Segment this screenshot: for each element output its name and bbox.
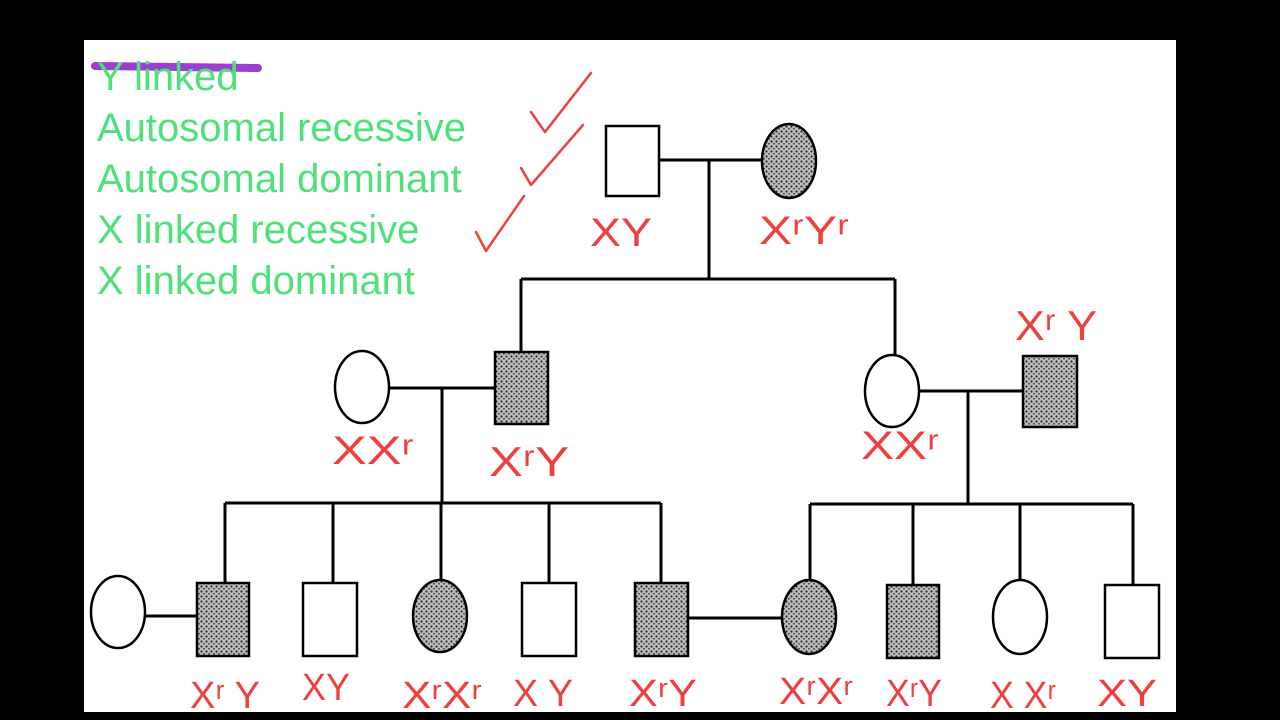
gen2-male-affected-left xyxy=(493,350,550,426)
strike-through-mark xyxy=(91,62,262,72)
gen3-female-unaffected-8 xyxy=(991,578,1049,656)
gen3-female-affected-3 xyxy=(411,578,469,654)
genotype-gen2-female-left: XXʳ xyxy=(332,429,414,473)
genotype-labels: XY XʳYʳ XXʳ XʳY XXʳ Xʳ Y Xʳ Y XY XʳXʳ X … xyxy=(190,209,1157,717)
gen3-male-unaffected-9 xyxy=(1103,583,1161,660)
check-marks xyxy=(474,71,593,253)
gen3-male-affected-5 xyxy=(633,581,690,658)
genotype-gen3-male-7: XʳY xyxy=(886,673,942,715)
genotype-gen1-female: XʳYʳ xyxy=(759,209,849,253)
gen3-female-affected-6 xyxy=(780,578,838,656)
inheritance-modes-list: Y linked Autosomal recessive Autosomal d… xyxy=(97,52,466,307)
genotype-gen3-female-3: XʳXʳ xyxy=(402,675,482,717)
mode-x-linked-dominant: X linked dominant xyxy=(97,259,415,303)
check-icon-autosomal-recessive xyxy=(529,71,593,134)
mode-autosomal-dominant: Autosomal dominant xyxy=(97,157,462,201)
gen1-female-affected xyxy=(760,122,818,200)
genotype-gen3-male-4: X Y xyxy=(513,673,573,715)
genotype-gen2-male-right: Xʳ Y xyxy=(1015,302,1097,349)
gen2-female-unaffected-left xyxy=(333,349,391,425)
mode-y-linked: Y linked xyxy=(97,55,239,99)
genotype-gen3-male-9: XY xyxy=(1097,673,1157,715)
genotype-gen1-male: XY xyxy=(590,211,652,255)
genotype-gen3-female-8: X Xʳ xyxy=(990,675,1056,717)
gen3-male-affected-7 xyxy=(885,583,941,660)
genotype-gen2-female-right: XXʳ xyxy=(861,424,939,468)
genotype-gen3-male-1: Xʳ Y xyxy=(190,675,260,717)
gen3-male-affected-1 xyxy=(195,581,251,658)
mode-autosomal-recessive: Autosomal recessive xyxy=(97,106,467,150)
genotype-gen2-male-left: XʳY xyxy=(489,438,569,485)
gen1-male-unaffected xyxy=(604,124,661,198)
gen2-female-unaffected-right xyxy=(863,353,921,429)
genotype-gen3-female-6: XʳXʳ xyxy=(779,671,853,713)
genotype-gen3-male-2: XY xyxy=(302,667,350,709)
gen3-male-unaffected-2 xyxy=(301,581,359,658)
pedigree-lines xyxy=(145,158,1135,620)
genotype-gen3-male-5: XʳY xyxy=(629,673,697,715)
gen3-male-unaffected-4 xyxy=(520,581,578,658)
check-icon-autosomal-dominant xyxy=(519,123,585,187)
gen2-male-affected-right xyxy=(1021,354,1079,429)
check-icon-x-linked-recessive xyxy=(474,194,526,253)
gen3-spouse-female-unaffected xyxy=(89,574,147,650)
mode-x-linked-recessive: X linked recessive xyxy=(97,208,420,252)
